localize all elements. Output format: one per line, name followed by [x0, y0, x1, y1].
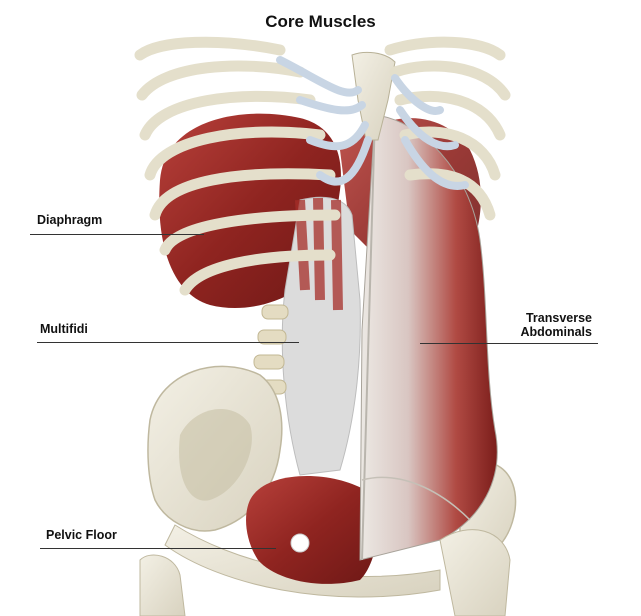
label-multifidi: Multifidi [40, 322, 88, 336]
label-transverse-line2: Abdominals [520, 325, 592, 339]
leader-line-pelvic-floor [40, 548, 276, 549]
leader-line-multifidi [37, 342, 299, 343]
label-pelvic-floor: Pelvic Floor [46, 528, 117, 542]
leader-line-diaphragm [30, 234, 204, 235]
transverse-abdominals-muscle [359, 114, 498, 561]
label-transverse-abdominals: Transverse Abdominals [500, 311, 592, 339]
pelvic-floor-muscle [246, 476, 378, 584]
label-diaphragm: Diaphragm [37, 213, 103, 227]
leader-line-transverse-abdominals [420, 343, 598, 344]
rib-cage [134, 36, 511, 296]
label-transverse-line1: Transverse [525, 311, 592, 325]
diagram-title: Core Muscles [265, 12, 376, 31]
